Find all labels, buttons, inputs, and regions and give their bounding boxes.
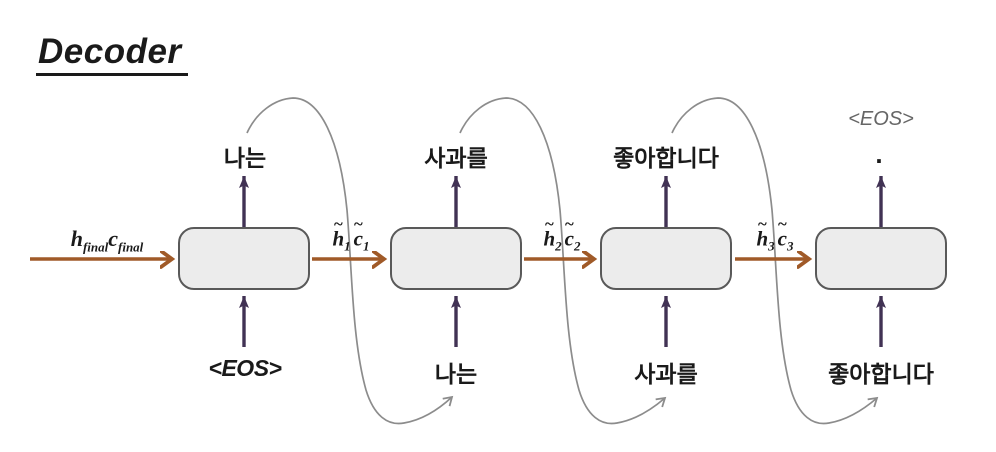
c1-tilde-var: ~c — [353, 214, 364, 251]
decoder-cell-3 — [600, 227, 732, 290]
h2-tilde-var: ~h — [543, 214, 556, 251]
feedback-curve-3 — [671, 97, 879, 425]
h-final-sub: final — [82, 239, 109, 255]
input-word-2: 나는 — [434, 361, 478, 387]
diagram-title: Decoder — [36, 32, 188, 76]
state-label-h1c1: ~h1~c1 — [332, 214, 370, 254]
input-word-4: 좋아합니다 — [828, 361, 934, 387]
state-label-h3c3: ~h3~c3 — [756, 214, 794, 254]
c-final-var: c — [108, 226, 119, 251]
decoder-cell-1 — [178, 227, 310, 290]
feedback-curve-2 — [459, 97, 667, 425]
h-final-var: h — [70, 226, 83, 251]
input-word-3: 사과를 — [634, 361, 698, 387]
c-final-sub: final — [118, 239, 144, 255]
output-word-4: . — [875, 139, 883, 169]
feedback-curve-1 — [246, 97, 454, 425]
input-word-1: <EOS> — [208, 355, 282, 381]
output-eos-note: <EOS> — [848, 108, 914, 130]
output-word-1: 나는 — [223, 145, 267, 171]
output-word-2: 사과를 — [424, 145, 488, 171]
state-label-h2c2: ~h2~c2 — [543, 214, 581, 254]
c2-tilde-var: ~c — [564, 214, 575, 251]
initial-state-label: hfinalcfinal — [70, 226, 144, 255]
decoder-cell-4 — [815, 227, 947, 290]
h1-tilde-var: ~h — [332, 214, 345, 251]
h3-tilde-var: ~h — [756, 214, 769, 251]
output-word-3: 좋아합니다 — [613, 145, 719, 171]
c3-tilde-var: ~c — [777, 214, 788, 251]
decoder-cell-2 — [390, 227, 522, 290]
